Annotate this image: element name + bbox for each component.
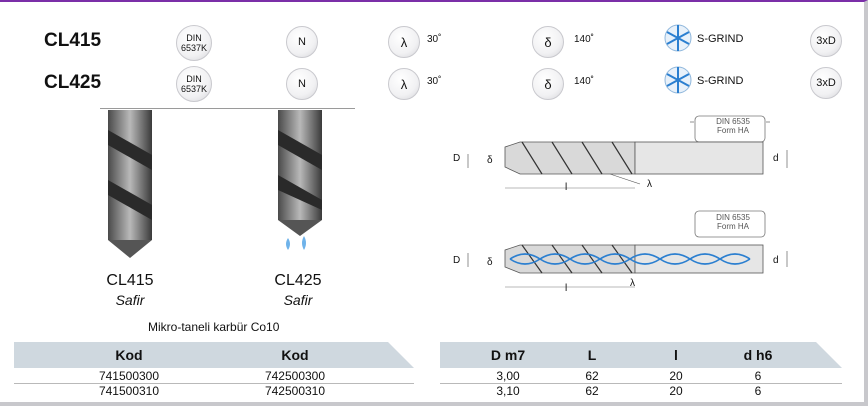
table-cell: 741500300 <box>98 369 160 383</box>
dim-label-lambda: λ <box>630 278 635 289</box>
point-angle-icon: δ <box>532 26 564 58</box>
dim-label-l: l <box>565 182 568 193</box>
material-group-badge: N <box>286 26 318 58</box>
material-group-badge: N <box>286 68 318 100</box>
din-badge: DIN 6537K <box>176 25 212 61</box>
drill-name: CL425 <box>274 272 322 289</box>
table-header-band <box>440 342 842 368</box>
helix-angle-icon: λ <box>388 68 420 100</box>
material-note: Mikro-taneli karbür Co10 <box>148 320 280 334</box>
grind-label: S-GRIND <box>697 33 744 45</box>
table-cell: 6 <box>754 369 762 383</box>
din-form-line: DIN 6535 <box>716 213 750 222</box>
dim-label-d: d <box>773 153 779 164</box>
din-form-line: DIN 6535 <box>716 117 750 126</box>
dim-label-delta: δ <box>487 155 493 166</box>
helix-angle-value: 30˚ <box>427 76 442 87</box>
column-header: d h6 <box>743 347 773 363</box>
dim-label-d: d <box>773 255 779 266</box>
helix-angle-icon: λ <box>388 26 420 58</box>
point-angle-value: 140˚ <box>574 34 595 45</box>
table-cell: 741500310 <box>98 384 160 398</box>
din-label: DIN <box>186 74 202 84</box>
helix-angle-value: 30˚ <box>427 34 442 45</box>
row-divider <box>440 383 842 384</box>
column-header: l <box>674 347 678 363</box>
table-cell: 20 <box>669 369 683 383</box>
grind-label: S-GRIND <box>697 75 744 87</box>
product-code: CL415 <box>44 30 102 51</box>
column-header: D m7 <box>490 347 526 363</box>
table-cell: 3,10 <box>496 384 520 398</box>
depth-badge: 3xD <box>810 67 842 99</box>
point-angle-icon: δ <box>532 68 564 100</box>
din-label: DIN <box>186 33 202 43</box>
product-code: CL425 <box>44 72 102 93</box>
dim-label-delta: δ <box>487 257 493 268</box>
table-cell: 742500300 <box>264 369 326 383</box>
column-header: Kod <box>115 347 143 363</box>
depth-badge: 3xD <box>810 25 842 57</box>
dim-label-D: D <box>453 255 461 266</box>
dim-label-lambda: λ <box>647 179 652 190</box>
drill-image-cl415 <box>100 110 160 265</box>
grind-icon <box>664 66 692 99</box>
divider <box>100 108 355 109</box>
drill-subtitle: Safir <box>115 292 145 308</box>
table-cell: 62 <box>585 369 599 383</box>
din-form-line: Form HA <box>717 126 749 135</box>
table-cell: 6 <box>754 384 762 398</box>
table-cell: 20 <box>669 384 683 398</box>
table-header-band <box>14 342 414 368</box>
column-header: L <box>587 347 597 363</box>
drill-image-cl425 <box>270 110 330 265</box>
din-form-box: DIN 6535 Form HA <box>703 213 763 231</box>
table-cell: 3,00 <box>496 369 520 383</box>
table-cell: 742500310 <box>264 384 326 398</box>
drill-name: CL415 <box>106 272 154 289</box>
table-cell: 62 <box>585 384 599 398</box>
din-form-line: Form HA <box>717 222 749 231</box>
point-angle-value: 140˚ <box>574 76 595 87</box>
grind-icon <box>664 24 692 57</box>
row-divider <box>14 383 414 384</box>
din-number: 6537K <box>180 84 208 94</box>
technical-drawing-cl425 <box>450 207 800 302</box>
din-badge: DIN 6537K <box>176 66 212 102</box>
technical-drawing-cl415 <box>450 112 800 207</box>
column-header: Kod <box>281 347 309 363</box>
dim-label-l: l <box>565 283 568 294</box>
dim-label-D: D <box>453 153 461 164</box>
drill-subtitle: Safir <box>283 292 313 308</box>
din-form-box: DIN 6535 Form HA <box>703 117 763 135</box>
din-number: 6537K <box>180 43 208 53</box>
